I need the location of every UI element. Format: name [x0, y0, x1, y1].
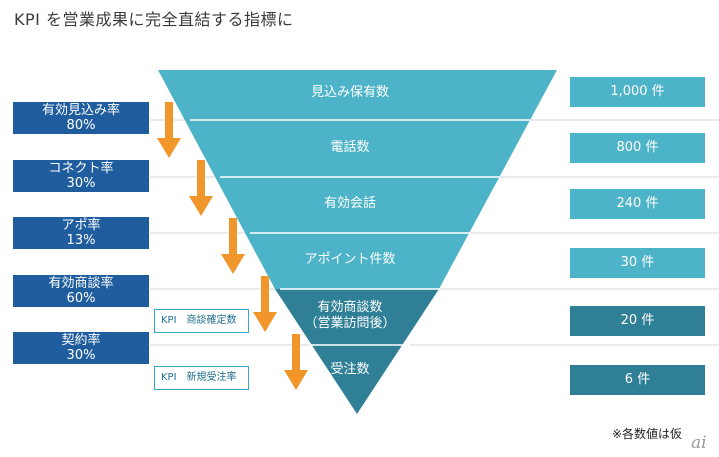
value-box: 1,000 件	[570, 77, 705, 107]
arrow-down-icon	[221, 218, 245, 274]
stage-label-prospects: 見込み保有数	[310, 85, 389, 100]
rate-box: 有効見込み率 80%	[13, 102, 149, 134]
stage-label-calls: 電話数	[330, 140, 370, 155]
footnote: ※各数値は仮	[612, 427, 683, 441]
arrow-down-icon	[284, 334, 308, 390]
rate-name: 有効見込み率	[41, 103, 120, 118]
kpi-box-order-rate: KPI 新規受注率	[154, 366, 249, 390]
page-title: KPI を営業成果に完全直結する指標に	[14, 10, 294, 29]
rate-value: 30%	[66, 176, 96, 191]
rate-value: 60%	[66, 291, 96, 306]
funnel-upper	[158, 70, 557, 289]
conversion-arrows	[157, 102, 308, 390]
rate-name: コネクト率	[48, 161, 114, 176]
stage-label-meetings: 有効商談数 （営業訪問後）	[304, 300, 396, 331]
rate-value: 30%	[66, 348, 96, 363]
rate-value: 80%	[66, 118, 96, 133]
value-box: 240 件	[570, 189, 705, 219]
value-box: 6 件	[570, 365, 705, 395]
rate-name: 契約率	[61, 333, 101, 348]
kpi-box-deals: KPI 商談確定数	[154, 309, 249, 333]
arrow-down-icon	[253, 276, 277, 332]
rate-box: 契約率 30%	[13, 332, 149, 364]
value-box: 800 件	[570, 133, 705, 163]
stage-label-appointments: アポイント件数	[304, 252, 396, 267]
value-box: 20 件	[570, 306, 705, 336]
arrow-down-icon	[157, 102, 181, 158]
rate-name: アポ率	[61, 218, 101, 233]
rate-box: アポ率 13%	[13, 217, 149, 249]
stage-label-conversations: 有効会話	[323, 196, 376, 211]
arrow-down-icon	[189, 160, 213, 216]
rate-name: 有効商談率	[48, 276, 114, 291]
source-logo: ai	[691, 433, 707, 453]
rate-box: コネクト率 30%	[13, 160, 149, 192]
funnel-separators	[190, 119, 530, 346]
rate-value: 13%	[66, 233, 96, 248]
rate-box: 有効商談率 60%	[13, 275, 149, 307]
funnel-lower	[275, 289, 439, 414]
value-box: 30 件	[570, 248, 705, 278]
stage-label-orders: 受注数	[330, 362, 370, 377]
